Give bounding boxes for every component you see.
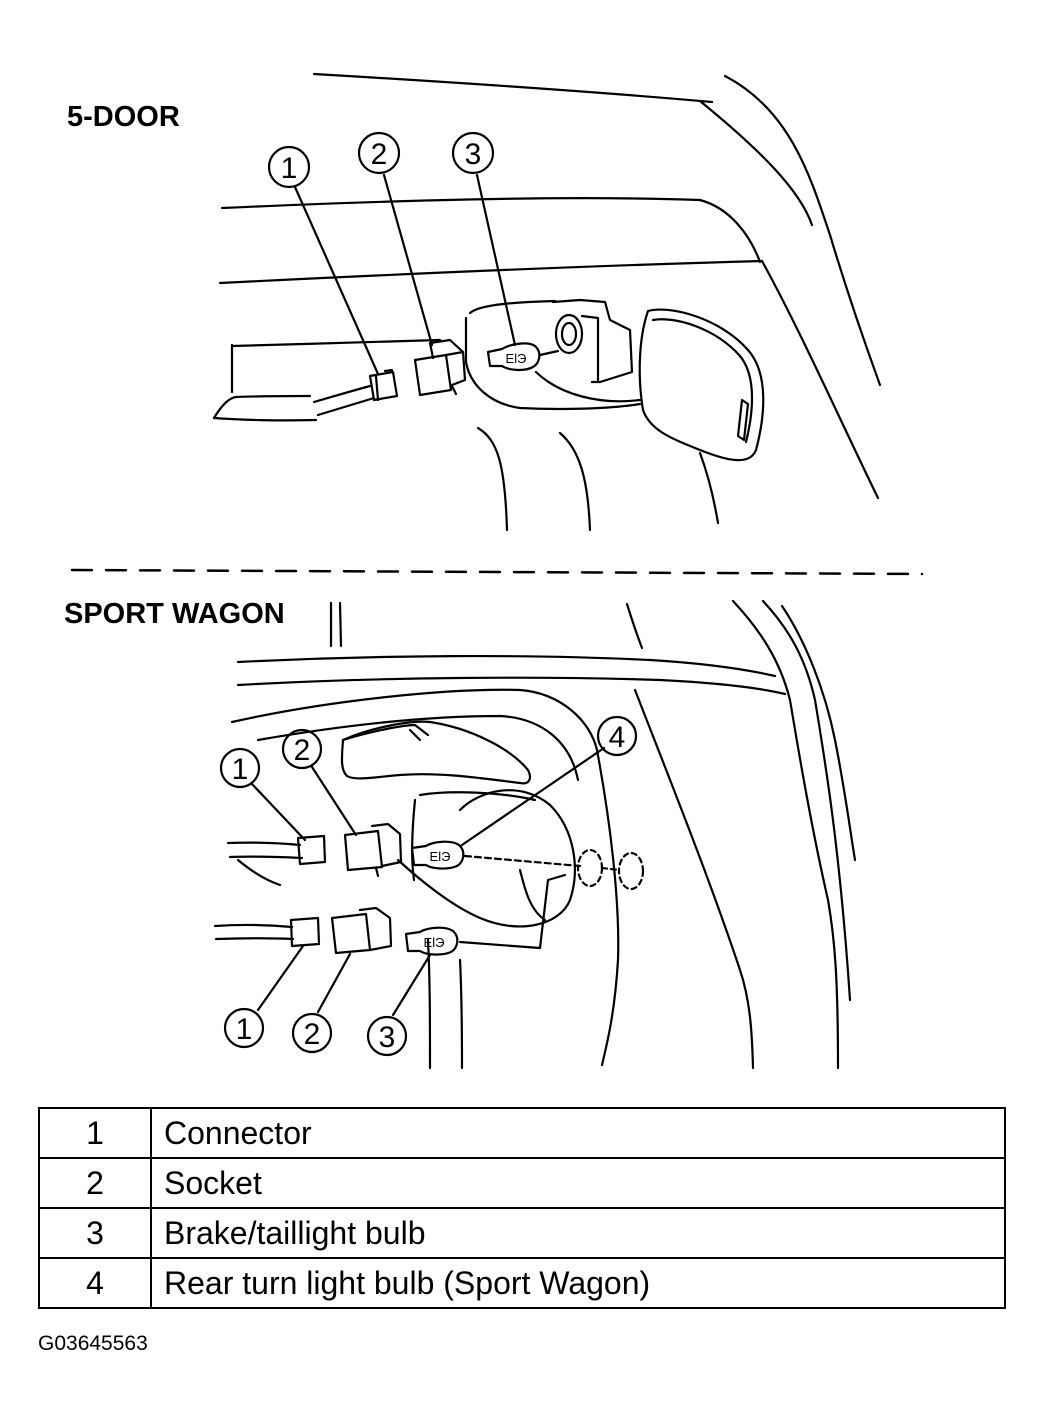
legend-row: 2 Socket <box>38 1157 1006 1209</box>
svg-text:ЕlЭ: ЕlЭ <box>430 849 451 864</box>
sport-wagon-lower-bulb: ЕlЭ <box>404 873 567 956</box>
sport-wagon-callout-1-upper: 1 <box>219 747 261 789</box>
five-door-body-outline <box>212 72 882 532</box>
callout-number: 2 <box>371 138 388 171</box>
five-door-callout-leaders <box>293 173 517 376</box>
sport-wagon-body-outline <box>230 599 857 1070</box>
callout-number: 1 <box>232 753 249 786</box>
legend-row: 3 Brake/taillight bulb <box>38 1207 1006 1259</box>
section-title-sport-wagon: SPORT WAGON <box>64 598 285 630</box>
legend-number: 2 <box>38 1157 152 1209</box>
five-door-callout-1: 1 <box>267 145 311 189</box>
legend-row: 1 Connector <box>38 1107 1006 1159</box>
svg-text:ЕlЭ: ЕlЭ <box>424 935 445 950</box>
legend-description: Rear turn light bulb (Sport Wagon) <box>150 1257 1006 1309</box>
callout-number: 2 <box>304 1018 321 1051</box>
exploded-view-diagram: ЕlЭ 1 2 3 <box>70 72 924 1070</box>
legend-description: Connector <box>150 1107 1006 1159</box>
callout-number: 1 <box>281 152 298 185</box>
sport-wagon-callout-2-lower: 2 <box>291 1012 333 1054</box>
sport-wagon-callout-1-lower: 1 <box>223 1007 265 1049</box>
sport-wagon-callout-2-upper: 2 <box>281 728 323 770</box>
five-door-callout-2: 2 <box>357 131 401 175</box>
callout-number: 3 <box>465 138 482 171</box>
sport-wagon-lower-wire-connector-socket <box>213 906 393 955</box>
sport-wagon-lamp-housing <box>340 720 531 785</box>
sport-wagon-callout-leaders <box>250 746 606 1017</box>
figure-code: G03645563 <box>38 1332 148 1355</box>
five-door-bulb: ЕlЭ <box>486 342 560 372</box>
callout-number: 4 <box>609 721 626 754</box>
five-door-socket <box>413 338 467 397</box>
callout-number: 3 <box>379 1021 396 1054</box>
section-title-5-door: 5-DOOR <box>67 101 180 133</box>
legend-description: Brake/taillight bulb <box>150 1207 1006 1259</box>
section-divider <box>70 568 924 576</box>
legend-number: 4 <box>38 1257 152 1309</box>
legend-number: 1 <box>38 1107 152 1159</box>
five-door-wire-and-connector <box>312 368 399 417</box>
legend-row: 4 Rear turn light bulb (Sport Wagon) <box>38 1257 1006 1309</box>
five-door-socket-hole <box>551 298 634 384</box>
sport-wagon-callout-4: 4 <box>596 715 638 757</box>
five-door-lamp-lens <box>638 308 765 462</box>
legend-description: Socket <box>150 1157 1006 1209</box>
sport-wagon-upper-wire-connector-socket <box>226 822 403 878</box>
five-door-callout-3: 3 <box>451 131 495 175</box>
legend-table: 1 Connector 2 Socket 3 Brake/taillight b… <box>38 1107 1006 1309</box>
legend-number: 3 <box>38 1207 152 1259</box>
sport-wagon-upper-bulb: ЕlЭ <box>410 840 645 891</box>
callout-number: 2 <box>294 734 311 767</box>
svg-text:ЕlЭ: ЕlЭ <box>506 351 527 366</box>
sport-wagon-callout-3: 3 <box>366 1015 408 1057</box>
callout-number: 1 <box>236 1013 253 1046</box>
